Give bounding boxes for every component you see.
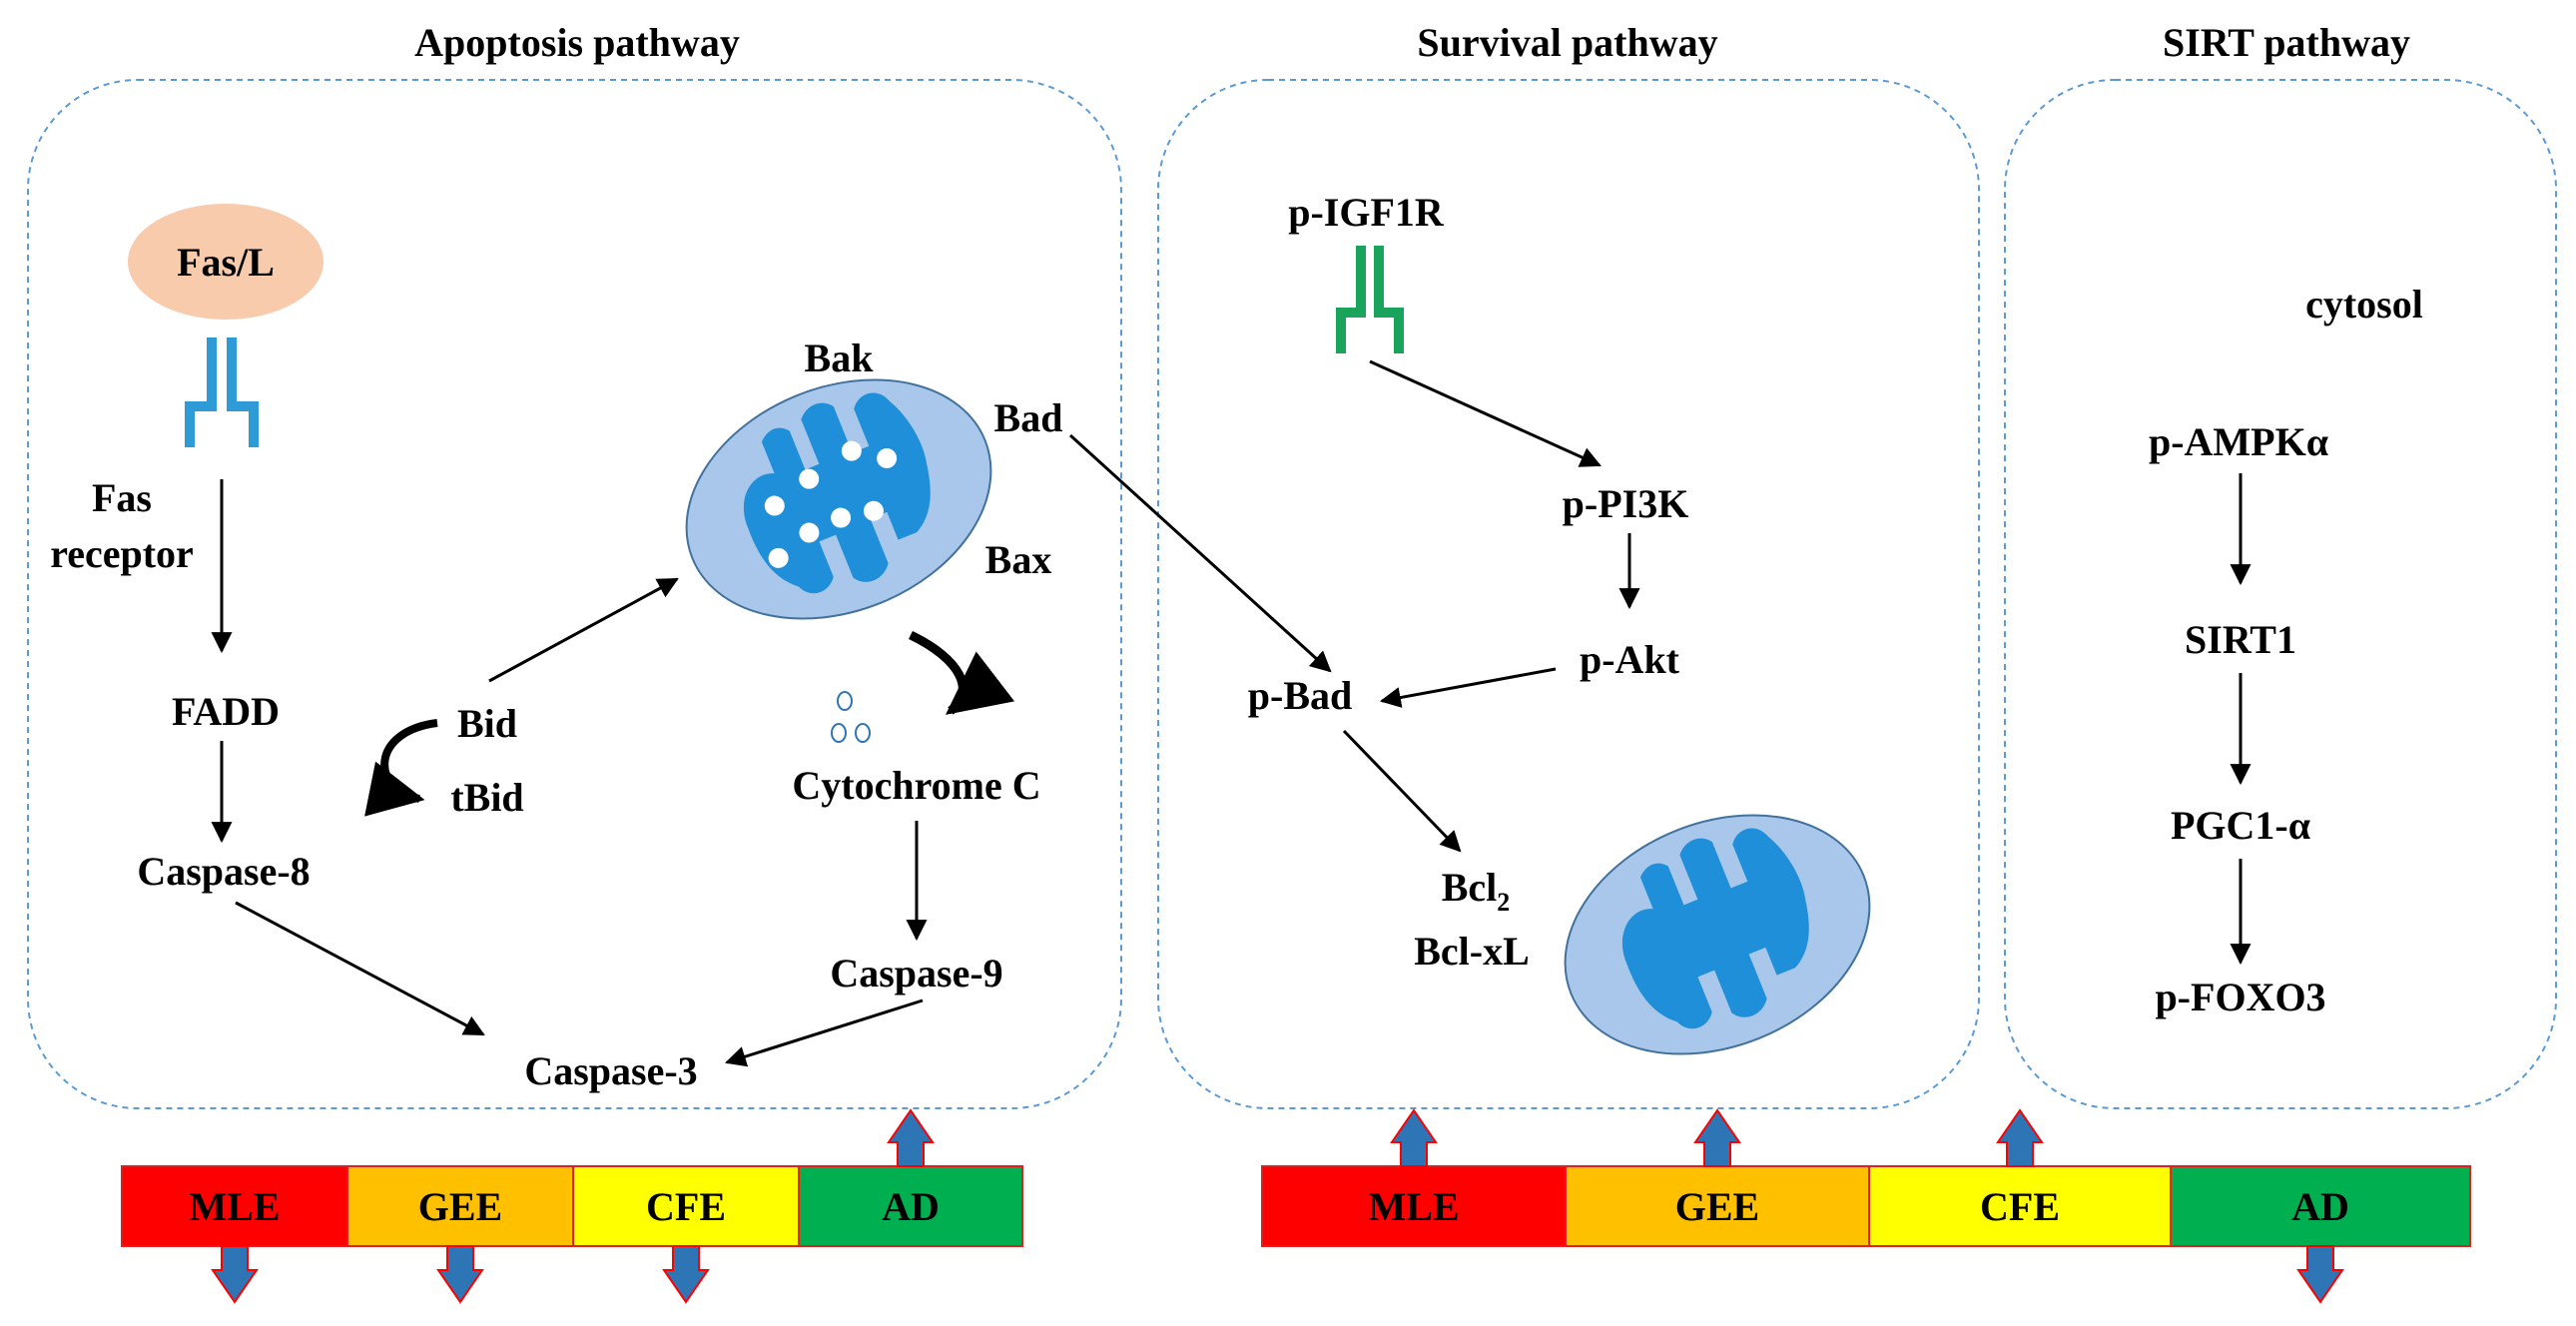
- cytochrome-vesicles: [831, 691, 871, 743]
- bid-label: Bid: [457, 701, 517, 746]
- arrow-caspase9-to-caspase3: [724, 998, 924, 1067]
- bid-tbid-curved-arrow: [364, 719, 438, 817]
- treatment-bars: MLE GEE CFE AD MLE GEE CFE AD: [121, 1108, 2471, 1304]
- bak-label: Bak: [805, 335, 875, 380]
- fadd-label: FADD: [172, 689, 280, 734]
- akt-label: p-Akt: [1580, 637, 1680, 682]
- sirt-box: [2004, 79, 2557, 1109]
- caspase8-label: Caspase-8: [137, 849, 310, 894]
- pgc1a-label: PGC1-α: [2171, 803, 2310, 848]
- arrow-caspase8-to-caspase3: [235, 901, 485, 1036]
- bar2-label-mle: MLE: [1368, 1184, 1459, 1229]
- pbad-label: p-Bad: [1248, 673, 1353, 718]
- caspase3-label: Caspase-3: [524, 1048, 697, 1093]
- bar2-segment-cfe: [1868, 1165, 2172, 1247]
- cytosol-label: cytosol: [2305, 282, 2423, 327]
- bax-label: Bax: [985, 537, 1052, 582]
- bar1-segment-gee: [346, 1165, 574, 1247]
- bar1-label-mle: MLE: [189, 1184, 280, 1229]
- bar1-segment-cfe: [572, 1165, 800, 1247]
- mitochondrion-survival: [1564, 808, 1871, 1055]
- arrow-bid-to-mitochondrion: [488, 577, 679, 683]
- bar1-ad-up-arrow-icon: [887, 1108, 935, 1167]
- bcl2-label: Bcl2: [1442, 865, 1511, 917]
- arrow-akt-to-pbad: [1379, 667, 1557, 708]
- bar2-mle-up-arrow-icon: [1390, 1108, 1438, 1167]
- mitochondrion-apoptosis: [685, 372, 992, 620]
- caspase9-label: Caspase-9: [830, 951, 1002, 995]
- bar1-gee-down-arrow-icon: [436, 1245, 484, 1304]
- bar1-segment-ad: [798, 1165, 1023, 1247]
- bad-label: Bad: [994, 395, 1063, 440]
- bar1-label-cfe: CFE: [646, 1184, 726, 1229]
- cytochrome-release-arrow: [909, 630, 1015, 715]
- sirt1-label: SIRT1: [2185, 617, 2296, 662]
- bar1-cfe-down-arrow-icon: [662, 1245, 710, 1304]
- apoptosis-title: Apoptosis pathway: [414, 20, 740, 65]
- bar2-segment-gee: [1565, 1165, 1870, 1247]
- arrow-pbad-to-bcl2: [1342, 729, 1462, 853]
- bar2-label-gee: GEE: [1675, 1184, 1759, 1229]
- bar2-label-cfe: CFE: [1980, 1184, 2060, 1229]
- bar2-cfe-up-arrow-icon: [1996, 1108, 2044, 1167]
- survival-box: [1157, 79, 1980, 1109]
- ampk-label: p-AMPKα: [2149, 419, 2328, 464]
- foxo3-label: p-FOXO3: [2155, 975, 2325, 1019]
- bar1-segment-mle: [121, 1165, 348, 1247]
- arrow-bad-to-pbad: [1068, 433, 1332, 673]
- pi3k-label: p-PI3K: [1563, 481, 1689, 526]
- cytochrome-c-label: Cytochrome C: [792, 763, 1040, 808]
- bar2-ad-down-arrow-icon: [2296, 1245, 2344, 1304]
- fas-receptor-icon: [185, 337, 259, 447]
- bar1-label-gee: GEE: [418, 1184, 502, 1229]
- sirt-title: SIRT pathway: [2163, 20, 2410, 65]
- bar2-gee-up-arrow-icon: [1693, 1108, 1741, 1167]
- survival-title: Survival pathway: [1417, 20, 1717, 65]
- fas-ligand-ellipse: [128, 204, 323, 320]
- fas-receptor-label-line1: Fas: [92, 475, 152, 520]
- fas-receptor-label-line2: receptor: [50, 531, 194, 576]
- apoptosis-box: [27, 79, 1122, 1109]
- bar2-label-ad: AD: [2291, 1184, 2349, 1229]
- bar1-label-ad: AD: [882, 1184, 940, 1229]
- arrow-igf1r-to-pi3k: [1369, 359, 1602, 467]
- igf1r-label: p-IGF1R: [1288, 190, 1445, 235]
- tbid-label: tBid: [450, 775, 523, 820]
- fas-ligand-label: Fas/L: [177, 240, 275, 285]
- bclxl-label: Bcl-xL: [1414, 929, 1530, 974]
- igf1r-receptor-icon: [1336, 246, 1404, 353]
- bar1-mle-down-arrow-icon: [211, 1245, 259, 1304]
